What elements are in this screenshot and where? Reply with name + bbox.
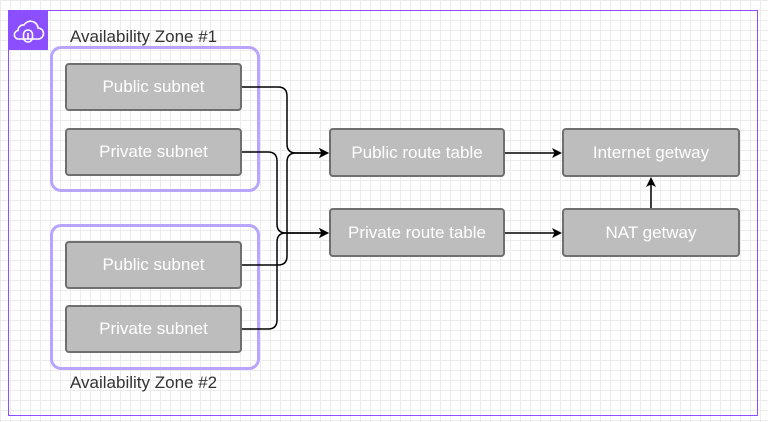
availability-zone-2 — [50, 224, 260, 370]
zone-label-2: Availability Zone #2 — [70, 373, 218, 392]
node-private-subnet-1[interactable]: Private subnet — [65, 128, 242, 176]
node-public-subnet-1[interactable]: Public subnet — [65, 63, 242, 111]
vpc-container — [8, 10, 758, 416]
node-private-route-table[interactable]: Private route table — [329, 208, 505, 257]
node-public-subnet-2[interactable]: Public subnet — [65, 241, 242, 289]
edge-private-subnet-1-to-private-route-table — [242, 151, 329, 238]
cloud-lock-icon — [8, 10, 48, 50]
zone-label-1: Availability Zone #1 — [70, 27, 218, 46]
edge-public-subnet-1-to-public-route-table — [242, 86, 329, 158]
availability-zone-1 — [50, 46, 260, 192]
node-nat-gateway[interactable]: NAT getway — [562, 208, 740, 257]
node-private-subnet-2[interactable]: Private subnet — [65, 305, 242, 353]
node-public-route-table[interactable]: Public route table — [329, 128, 505, 177]
edge-private-subnet-2-to-private-route-table — [242, 228, 329, 330]
edge-public-subnet-2-to-public-route-table — [242, 148, 329, 266]
node-internet-gateway[interactable]: Internet getway — [562, 128, 740, 177]
